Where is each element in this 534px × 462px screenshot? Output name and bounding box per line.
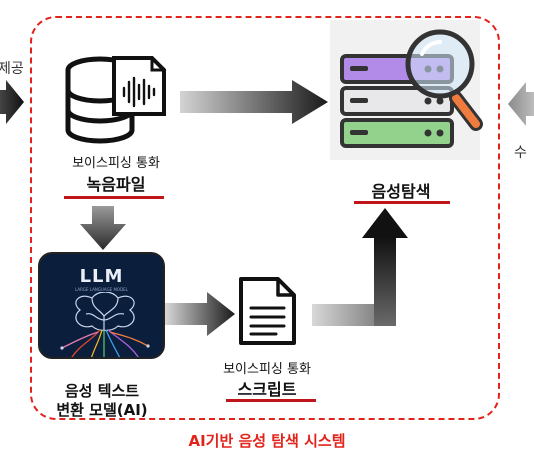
brain-network-icon [60,291,150,357]
incoming-arrow-left [0,80,24,124]
model-label-line1: 음성 텍스트 [64,382,140,400]
database-audio-icon [65,56,166,144]
recording-main-label: 녹음파일 [86,175,146,194]
system-caption: AI기반 음성 탐색 시스템 [188,432,346,450]
model-label-line2: 변환 모델(AI) [56,401,148,419]
arrow-script-to-search [312,208,408,326]
left-edge-label: 제공 [0,61,24,77]
llm-card-subtitle: LARGE LANGUAGE MODEL [75,287,128,292]
llm-model-card: LLM LARGE LANGUAGE MODEL [38,252,165,359]
script-underline [226,399,316,402]
incoming-arrow-right [508,82,534,126]
arrow-model-to-script [165,292,235,336]
system-boundary-frame [30,16,500,420]
llm-card-title: LLM [79,266,124,287]
arrow-recording-to-search [180,80,328,124]
server-search-icon [330,20,483,160]
script-main-label: 스크립트 [237,380,297,399]
script-document-icon [239,277,296,345]
search-main-label: 음성탐색 [371,182,431,201]
recording-small-label: 보이스피싱 통화 [72,156,160,171]
script-small-label: 보이스피싱 통화 [223,362,311,377]
right-edge-label: 수 [514,145,527,161]
search-underline [354,201,450,204]
arrow-recording-to-model [80,206,126,250]
recording-underline [64,196,164,199]
